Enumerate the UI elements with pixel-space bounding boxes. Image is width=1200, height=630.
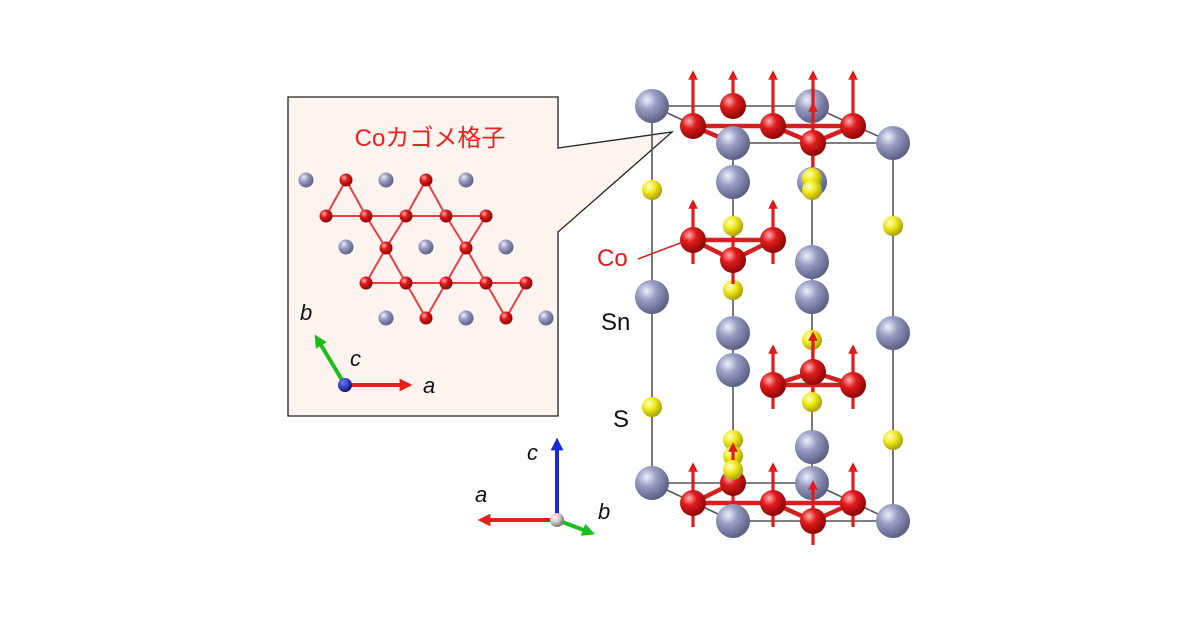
co-atom: [760, 490, 786, 516]
sn-atom: [716, 353, 750, 387]
s-atom: [883, 430, 903, 450]
kagome-sn-atom: [378, 172, 394, 188]
co-atom: [840, 113, 866, 139]
s-atom: [802, 180, 822, 200]
inset-axis-c-label: c: [350, 346, 361, 371]
sn-atom: [716, 165, 750, 199]
co-atom: [680, 227, 706, 253]
kagome-bond: [325, 179, 347, 217]
kagome-co-atom: [419, 173, 433, 187]
atoms: [635, 70, 910, 545]
sn-atom: [716, 316, 750, 350]
sn-atom: [635, 89, 669, 123]
co-atom: [720, 93, 746, 119]
s-label: S: [613, 406, 629, 433]
kagome-sn-atom: [418, 239, 434, 255]
co-atom: [760, 372, 786, 398]
inset-axis-b-arrow: [314, 334, 347, 387]
kagome-bond: [425, 282, 447, 319]
kagome-co-atom: [499, 311, 513, 325]
kagome-bond: [465, 247, 487, 284]
co-atom: [800, 508, 826, 534]
s-atom: [723, 216, 743, 236]
inset-title: Coカゴメ格子: [355, 125, 506, 152]
kagome-co-atom: [319, 209, 333, 223]
s-atom: [723, 280, 743, 300]
inset-panel: Coカゴメ格子 a b c: [287, 96, 675, 417]
axis-b-label: b: [598, 499, 610, 524]
kagome-co-atom: [479, 209, 493, 223]
kagome-bond: [385, 247, 407, 284]
kagome-sn-atom: [458, 172, 474, 188]
co-atom: [800, 130, 826, 156]
structure-labels: Co Sn S: [597, 239, 689, 433]
kagome-bond: [365, 247, 387, 284]
kagome-co-atom: [439, 276, 453, 290]
inset-axis-c-dot: [338, 378, 352, 392]
kagome-co-atom: [339, 173, 353, 187]
co-atom: [760, 227, 786, 253]
sn-atom: [876, 126, 910, 160]
co-atom: [720, 247, 746, 273]
sn-label: Sn: [601, 309, 630, 336]
sn-atom: [795, 430, 829, 464]
co-atom: [760, 113, 786, 139]
kagome-bond: [425, 179, 447, 217]
sn-atom: [876, 504, 910, 538]
sn-atom: [635, 280, 669, 314]
sn-atom: [716, 126, 750, 160]
kagome-lattice: [298, 172, 554, 326]
kagome-bond: [405, 282, 427, 319]
co-atom: [840, 490, 866, 516]
kagome-co-atom: [479, 276, 493, 290]
kagome-bond: [445, 247, 467, 284]
sn-atom: [795, 280, 829, 314]
co-atom: [800, 359, 826, 385]
sn-atom: [876, 316, 910, 350]
kagome-co-atom: [359, 276, 373, 290]
kagome-co-atom: [399, 276, 413, 290]
s-atom: [642, 397, 662, 417]
co-atom: [680, 490, 706, 516]
kagome-co-atom: [359, 209, 373, 223]
s-atom: [883, 216, 903, 236]
unit-cell-edges: [651, 105, 894, 522]
sn-atom: [716, 504, 750, 538]
kagome-sn-atom: [298, 172, 314, 188]
kagome-sn-atom: [378, 310, 394, 326]
s-atom: [723, 430, 743, 450]
kagome-sn-atom: [458, 310, 474, 326]
axis-c-label: c: [527, 440, 538, 465]
axis-origin: [550, 513, 564, 527]
kagome-co-atom: [519, 276, 533, 290]
s-atom: [802, 392, 822, 412]
kagome-bond: [485, 282, 507, 319]
co-leader-line: [637, 239, 689, 260]
kagome-bond: [405, 179, 427, 217]
s-atom: [642, 180, 662, 200]
co-atom: [680, 113, 706, 139]
co-label: Co: [597, 245, 628, 272]
inset-axis-a-label: a: [423, 373, 435, 398]
crystal-axes: a b c: [475, 437, 610, 536]
kagome-bond: [345, 179, 367, 217]
sn-atom: [795, 245, 829, 279]
s-atom: [723, 460, 743, 480]
kagome-bond: [505, 282, 527, 319]
co-atom: [840, 372, 866, 398]
kagome-sn-atom: [538, 310, 554, 326]
kagome-sn-atom: [338, 239, 354, 255]
inset-axis-b-label: b: [300, 300, 312, 325]
unit-cell: [635, 70, 910, 545]
axis-a-label: a: [475, 482, 487, 507]
sn-atom: [635, 466, 669, 500]
kagome-sn-atom: [498, 239, 514, 255]
inset-axes: a b c: [300, 300, 435, 398]
kagome-co-atom: [419, 311, 433, 325]
kagome-co-atom: [379, 241, 393, 255]
kagome-co-atom: [399, 209, 413, 223]
kagome-co-atom: [439, 209, 453, 223]
kagome-co-atom: [459, 241, 473, 255]
